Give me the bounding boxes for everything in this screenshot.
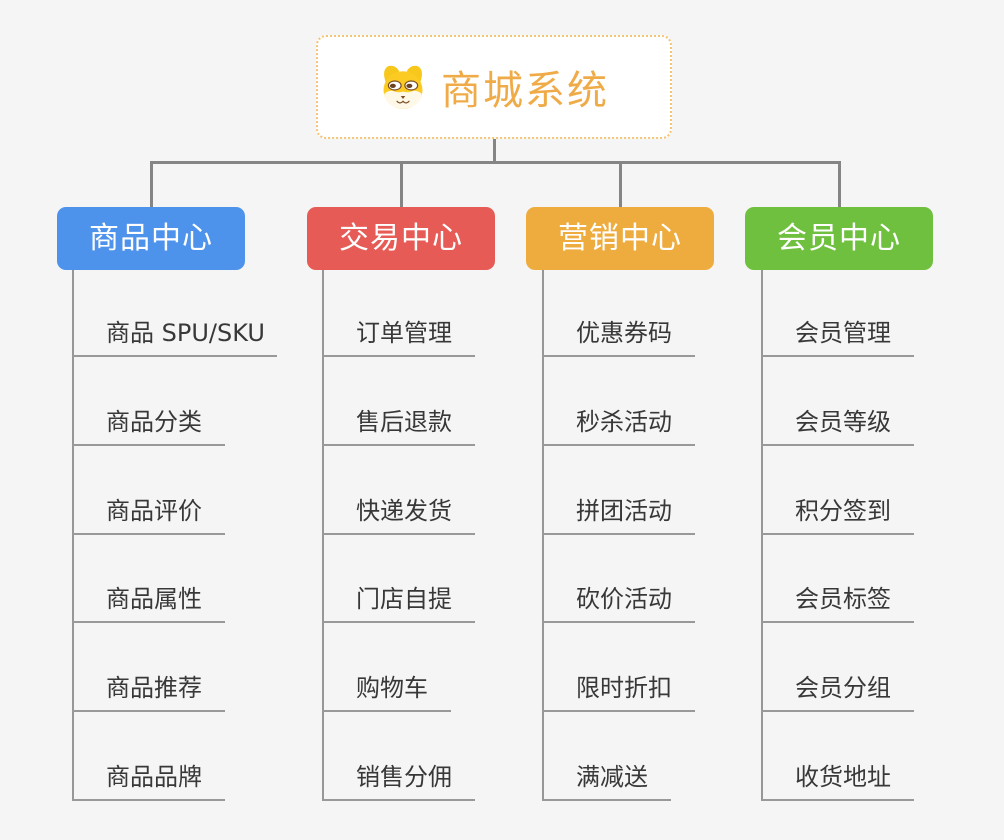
leaf-node[interactable]: 优惠券码 — [542, 319, 695, 357]
leaf-node[interactable]: 会员等级 — [761, 408, 914, 446]
root-title: 商城系统 — [441, 68, 609, 114]
leaf-node[interactable]: 商品评价 — [72, 497, 225, 535]
branch-node-trade-center[interactable]: 交易中心 — [307, 207, 495, 270]
leaf-node[interactable]: 订单管理 — [322, 319, 475, 357]
branch-node-marketing-center[interactable]: 营销中心 — [526, 207, 714, 270]
branch-node-member-center[interactable]: 会员中心 — [745, 207, 933, 270]
connector-root-stub — [493, 139, 496, 163]
leaf-node[interactable]: 商品 SPU/SKU — [72, 319, 277, 357]
leaf-node[interactable]: 砍价活动 — [542, 585, 695, 623]
leaf-node[interactable]: 拼团活动 — [542, 497, 695, 535]
connector-spine — [542, 270, 544, 800]
leaf-node[interactable]: 会员分组 — [761, 674, 914, 712]
leaf-node[interactable]: 门店自提 — [322, 585, 475, 623]
connector-spine — [72, 270, 74, 800]
branch-column-member: 会员管理 会员等级 积分签到 会员标签 会员分组 收货地址 — [761, 270, 981, 802]
leaf-node[interactable]: 购物车 — [322, 674, 451, 712]
leaf-node[interactable]: 商品分类 — [72, 408, 225, 446]
leaf-node[interactable]: 限时折扣 — [542, 674, 695, 712]
connector-spine — [761, 270, 763, 800]
connector-drop — [400, 161, 403, 208]
branch-node-product-center[interactable]: 商品中心 — [57, 207, 245, 270]
branch-column-product: 商品 SPU/SKU 商品分类 商品评价 商品属性 商品推荐 商品品牌 — [72, 270, 292, 802]
leaf-node[interactable]: 秒杀活动 — [542, 408, 695, 446]
branch-column-trade: 订单管理 售后退款 快递发货 门店自提 购物车 销售分佣 — [322, 270, 542, 802]
connector-trunk — [150, 161, 841, 164]
shiba-dog-icon — [383, 65, 423, 109]
leaf-node[interactable]: 销售分佣 — [322, 763, 475, 801]
leaf-node[interactable]: 商品品牌 — [72, 763, 225, 801]
root-node[interactable]: 商城系统 — [316, 35, 672, 139]
leaf-node[interactable]: 商品推荐 — [72, 674, 225, 712]
connector-spine — [322, 270, 324, 800]
branch-column-marketing: 优惠券码 秒杀活动 拼团活动 砍价活动 限时折扣 满减送 — [542, 270, 762, 802]
leaf-node[interactable]: 商品属性 — [72, 585, 225, 623]
leaf-node[interactable]: 会员管理 — [761, 319, 914, 357]
connector-drop — [619, 161, 622, 208]
connector-drop — [838, 161, 841, 208]
leaf-node[interactable]: 收货地址 — [761, 763, 914, 801]
leaf-node[interactable]: 会员标签 — [761, 585, 914, 623]
leaf-node[interactable]: 快递发货 — [322, 497, 475, 535]
leaf-node[interactable]: 积分签到 — [761, 497, 914, 535]
leaf-node[interactable]: 满减送 — [542, 763, 671, 801]
leaf-node[interactable]: 售后退款 — [322, 408, 475, 446]
connector-drop — [150, 161, 153, 208]
